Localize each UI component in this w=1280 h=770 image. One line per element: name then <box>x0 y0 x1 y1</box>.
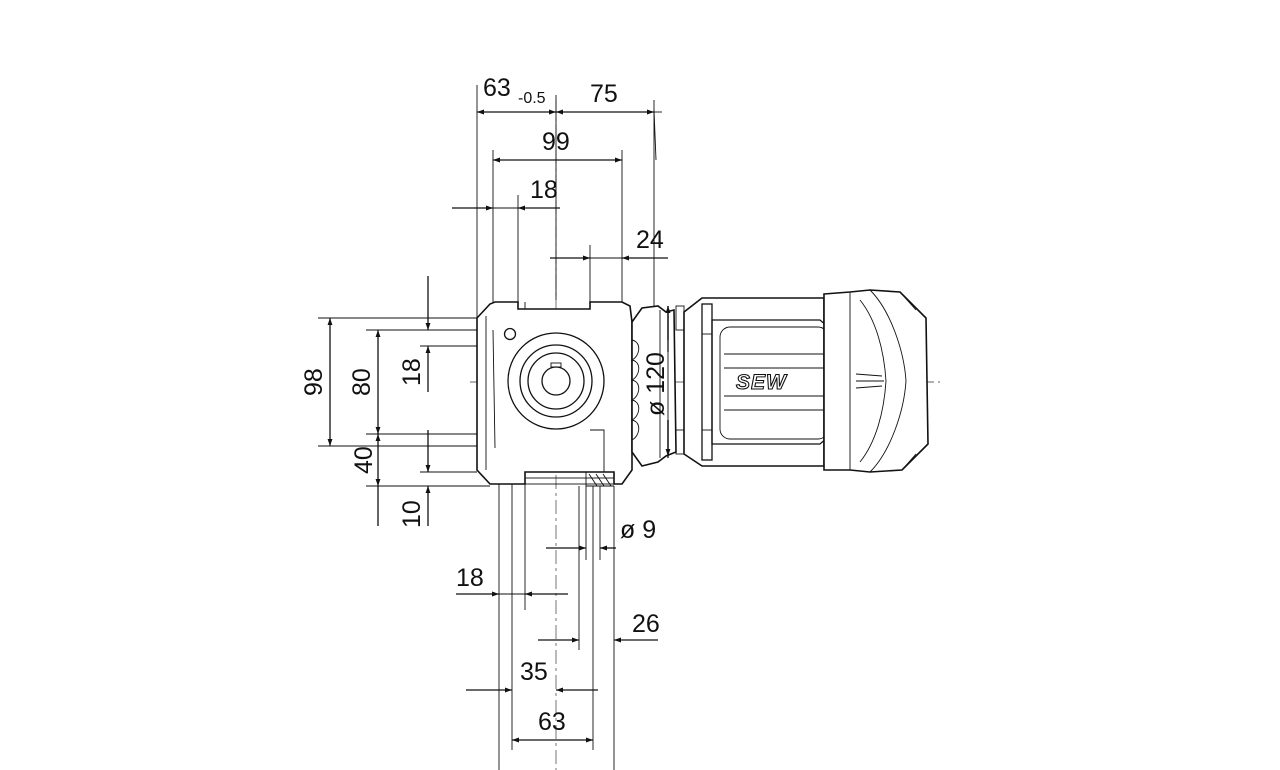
dim-top-75: 75 <box>590 80 618 108</box>
dim-left-10: 10 <box>398 500 426 528</box>
dim-bottom-18: 18 <box>456 564 484 592</box>
dim-left-40: 40 <box>350 446 378 474</box>
dim-bottom-63: 63 <box>538 708 566 736</box>
adapter-section <box>630 305 685 467</box>
sew-logo: SEW <box>736 371 788 394</box>
dim-bottom-26: 26 <box>632 610 660 638</box>
gear-housing <box>476 301 633 487</box>
extension-lines <box>318 85 657 770</box>
dim-left-18: 18 <box>398 358 426 386</box>
dimension-labels: 63 -0.5 75 99 18 24 ø 120 98 80 18 40 10… <box>300 74 670 736</box>
dim-left-98: 98 <box>300 368 328 396</box>
dim-top-99: 99 <box>542 128 570 156</box>
dim-top-18: 18 <box>530 176 558 204</box>
dim-top-tolerance: -0.5 <box>518 90 546 107</box>
dim-diameter-120: ø 120 <box>642 352 670 416</box>
dim-right-24: 24 <box>636 226 664 254</box>
dim-bottom-35: 35 <box>520 658 548 686</box>
dimension-lines <box>327 109 671 743</box>
dim-left-80: 80 <box>348 368 376 396</box>
motor: SEW <box>683 289 929 473</box>
dim-top-63: 63 <box>483 74 511 102</box>
dim-diameter-9: ø 9 <box>620 516 656 544</box>
